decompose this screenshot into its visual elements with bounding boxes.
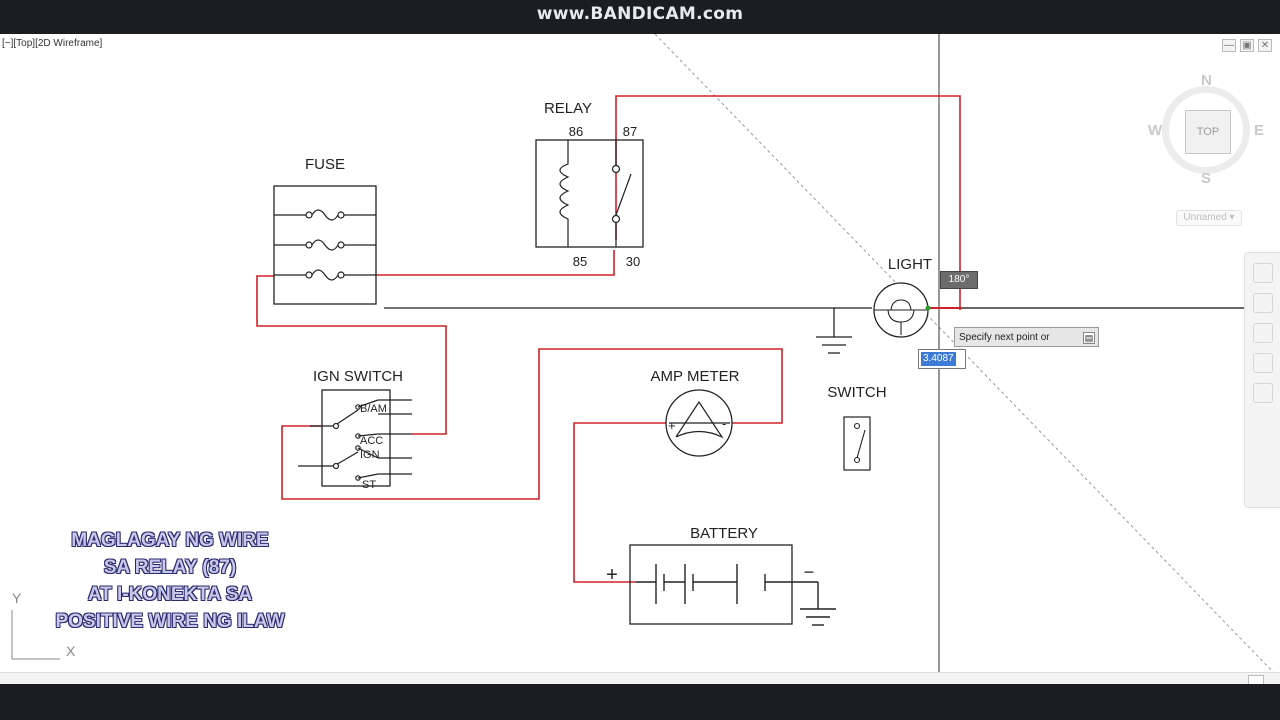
amp-plus: + — [668, 418, 676, 433]
ign-ign-label: IGN — [360, 449, 380, 461]
viewport-controls-label[interactable]: [−][Top][2D Wireframe] — [2, 38, 103, 49]
light-switch-symbol[interactable]: SWITCH — [827, 384, 887, 471]
viewcube-top-face[interactable]: TOP — [1185, 110, 1231, 154]
amp-meter-symbol[interactable]: AMP METER + - — [651, 368, 740, 457]
viewcube-compass-ring[interactable] — [1162, 86, 1250, 174]
viewport-window-controls: — ▣ ✕ — [1222, 39, 1272, 52]
command-prompt-text: Specify next point or — [959, 332, 1050, 343]
bandicam-watermark: www.BANDICAM.com — [536, 4, 744, 24]
relay-contact — [615, 173, 632, 216]
relay-coil — [559, 140, 570, 247]
relay-pin-87: 87 — [623, 124, 637, 139]
ign-switch-title: IGN SWITCH — [313, 368, 403, 385]
fuse-title: FUSE — [305, 156, 345, 173]
ignition-switch-symbol[interactable]: IGN SWITCH — [298, 368, 412, 491]
recorder-bottom-bar — [0, 684, 1280, 720]
relay-symbol[interactable]: RELAY 86 87 85 30 — [535, 100, 644, 269]
ground-symbol-light — [816, 308, 852, 354]
amp-minus: - — [722, 416, 726, 431]
restore-icon[interactable]: ▣ — [1240, 39, 1254, 52]
relay-title: RELAY — [544, 100, 592, 117]
zoom-icon[interactable] — [1253, 323, 1273, 343]
orbit-icon[interactable] — [1253, 353, 1273, 373]
relay-pin-86: 86 — [569, 124, 583, 139]
note-line: POSITIVE WIRE NG ILAW — [55, 611, 285, 632]
ign-st-label: ST — [362, 479, 376, 491]
distance-input-field[interactable]: 3.4087 — [918, 349, 966, 369]
snap-marker — [925, 305, 931, 311]
wire-ign-to-ammeter — [281, 348, 783, 500]
pan-icon[interactable] — [1253, 293, 1273, 313]
note-line: SA RELAY (87) — [103, 557, 237, 578]
switch-title: SWITCH — [827, 384, 886, 401]
compass-west[interactable]: W — [1148, 122, 1163, 139]
ucs-x-label: X — [66, 643, 76, 659]
note-line: MAGLAGAY NG WIRE — [71, 530, 269, 551]
instruction-note: MAGLAGAY NG WIRE SA RELAY (87) AT I-KONE… — [20, 527, 320, 635]
compass-east[interactable]: E — [1254, 122, 1265, 139]
relay-pin-85: 85 — [573, 254, 587, 269]
recorder-title-bar: www.BANDICAM.com — [0, 0, 1280, 34]
steering-wheel-icon[interactable] — [1253, 263, 1273, 283]
viewcube[interactable]: N S E W TOP — [1148, 72, 1268, 220]
relay-pin-30: 30 — [626, 254, 640, 269]
ucs-icon — [11, 610, 60, 660]
close-icon[interactable]: ✕ — [1258, 39, 1272, 52]
wire-ammeter-to-battery — [573, 422, 669, 583]
compass-north[interactable]: N — [1201, 72, 1212, 89]
battery-plus: + — [606, 564, 618, 586]
ucs-y-label: Y — [12, 590, 22, 606]
wire-fuse-to-relay30 — [376, 250, 615, 276]
light-title: LIGHT — [888, 256, 932, 273]
distance-input-value[interactable]: 3.4087 — [921, 352, 956, 366]
wire-fuse-to-ign — [256, 275, 447, 435]
light-bulb-symbol[interactable]: LIGHT — [873, 256, 932, 338]
red-wires — [256, 95, 961, 583]
battery-minus: − — [804, 562, 815, 582]
wcs-menu[interactable]: Unnamed ▾ — [1176, 210, 1242, 226]
polar-angle-tooltip: 180° — [940, 271, 978, 289]
horizontal-scrollbar[interactable] — [0, 672, 1280, 685]
note-line: AT I-KONEKTA SA — [87, 584, 253, 605]
wire-relay87-to-light — [615, 95, 961, 310]
ign-bam-label: B/AM — [360, 403, 387, 415]
fuse-box-symbol[interactable]: FUSE — [273, 156, 377, 305]
navigation-bar[interactable] — [1244, 252, 1280, 508]
drawing-viewport[interactable]: [−][Top][2D Wireframe] — ▣ ✕ RELAY 86 87… — [0, 34, 1280, 685]
options-icon[interactable]: ▤ — [1083, 332, 1095, 344]
minimize-icon[interactable]: — — [1222, 39, 1236, 52]
showmotion-icon[interactable] — [1253, 383, 1273, 403]
compass-south[interactable]: S — [1201, 170, 1212, 187]
battery-symbol[interactable]: BATTERY + − — [606, 525, 836, 626]
battery-title: BATTERY — [690, 525, 758, 542]
ign-acc-label: ACC — [360, 435, 383, 447]
amp-meter-title: AMP METER — [651, 368, 740, 385]
command-prompt-tooltip: Specify next point or ▤ — [954, 327, 1099, 347]
